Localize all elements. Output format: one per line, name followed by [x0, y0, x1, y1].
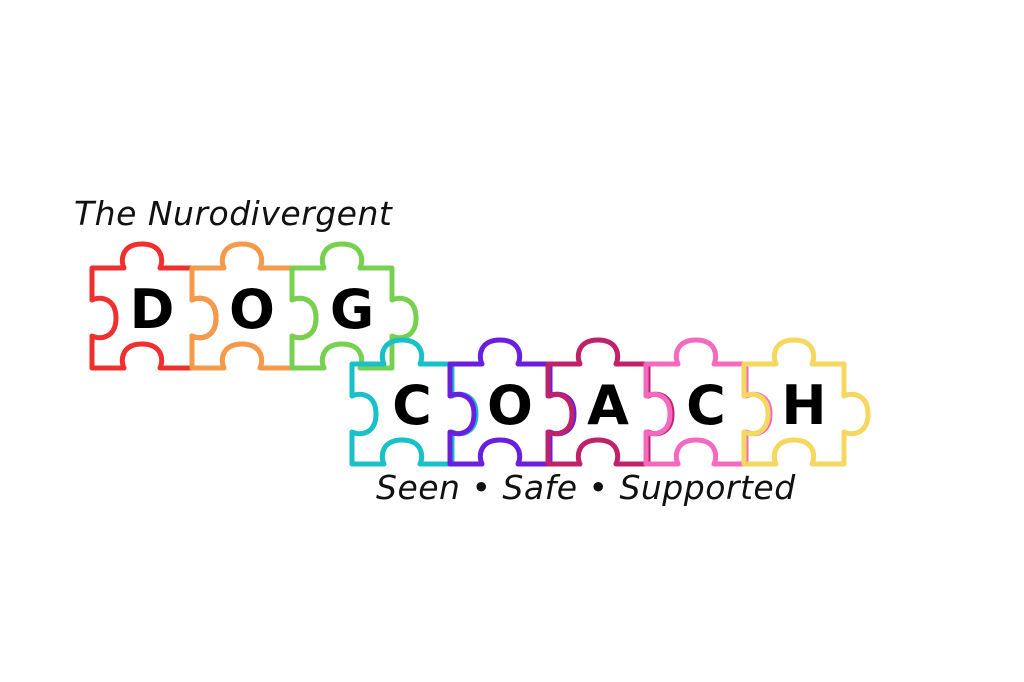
puzzle-piece-icon — [741, 337, 871, 467]
puzzle-letter: O — [229, 277, 275, 341]
puzzle-letter: D — [129, 277, 175, 341]
puzzle-piece-icon — [289, 241, 419, 371]
puzzle-letter: C — [392, 373, 432, 437]
puzzle-letter: C — [686, 373, 726, 437]
puzzle-piece-h: H — [741, 334, 871, 467]
tagline-top: The Nurodivergent — [74, 194, 393, 233]
puzzle-letter: A — [587, 373, 629, 437]
puzzle-letter: O — [487, 373, 533, 437]
tagline-bottom: Seen • Safe • Supported — [376, 468, 796, 507]
puzzle-letter: H — [781, 373, 827, 437]
puzzle-letter: G — [329, 277, 375, 341]
puzzle-piece-g: G — [289, 238, 419, 371]
